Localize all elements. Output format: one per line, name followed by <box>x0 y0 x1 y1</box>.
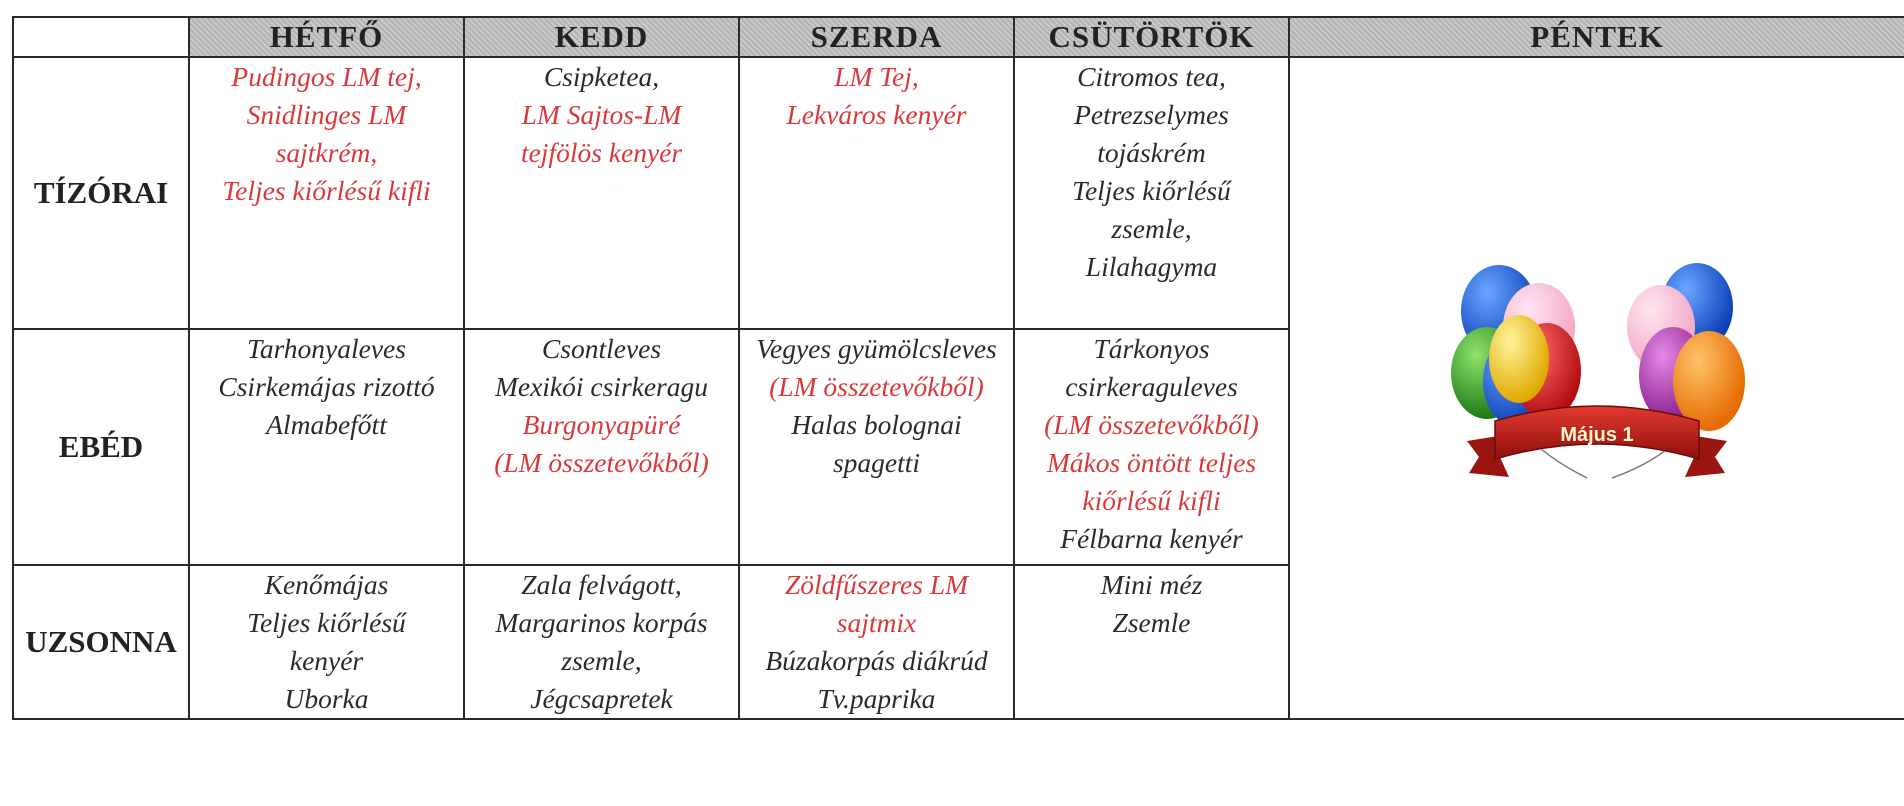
menu-item-line: Zsemle <box>1112 607 1191 638</box>
weekly-menu-table: HÉTFŐ KEDD SZERDA CSÜTÖRTÖK PÉNTEK TÍZÓR… <box>12 16 1904 720</box>
menu-cell-wednesday: Vegyes gyümölcsleves (LM összetevőkből) Ha… <box>738 328 1015 566</box>
menu-item-line: tojáskrém <box>1097 137 1206 168</box>
menu-item-line: Félbarna kenyér <box>1060 523 1243 554</box>
menu-item-line: csirkeraguleves <box>1065 371 1238 402</box>
menu-item-line: Margarinos korpás <box>495 607 708 638</box>
menu-item-line: Kenőmájas <box>264 569 389 600</box>
menu-item-line: Csontleves <box>541 333 662 364</box>
friday-holiday-cell: Május 1 <box>1288 56 1904 720</box>
menu-item-line: Uborka <box>284 683 369 714</box>
menu-cell-tuesday: Csipketea, LM Sajtos-LM tejfölös kenyér <box>463 56 740 330</box>
menu-item-line: tejfölös kenyér <box>520 137 683 168</box>
day-header-friday: PÉNTEK <box>1288 16 1904 58</box>
menu-item-line: LM Tej, <box>834 61 919 92</box>
menu-item-line: Petrezselymes <box>1074 99 1229 130</box>
day-header-monday: HÉTFŐ <box>188 16 465 58</box>
menu-item-line: (LM összetevőkből) <box>769 371 984 402</box>
menu-item-line: Csipketea, <box>543 61 660 92</box>
menu-item-line: Pudingos LM tej, <box>231 61 422 92</box>
menu-item-line: spagetti <box>832 447 921 478</box>
menu-cell-tuesday: Zala felvágott, Margarinos korpás zsemle, J… <box>463 564 740 720</box>
menu-item-line: sajtmix <box>836 607 917 638</box>
menu-item-line: Citromos tea, <box>1077 61 1226 92</box>
menu-item-line: Zala felvágott, <box>521 569 682 600</box>
menu-item-line: Lilahagyma <box>1085 251 1218 282</box>
menu-cell-monday: Pudingos LM tej, Snidlinges LM sajtkrém, Te… <box>188 56 465 330</box>
menu-item-line: Halas bolognai <box>791 409 962 440</box>
menu-item-line: kiőrlésű kifli <box>1082 485 1221 516</box>
menu-item-line: Mexikói csirkeragu <box>494 371 709 402</box>
menu-item-line: Tárkonyos <box>1093 333 1210 364</box>
menu-item-line: Lekváros kenyér <box>786 99 967 130</box>
friday-banner-text: Május 1 <box>1560 424 1633 446</box>
menu-item-line: Mákos öntött teljes <box>1046 447 1257 478</box>
menu-item-line: Almabefőtt <box>266 409 387 440</box>
menu-item-line: zsemle, <box>1111 213 1192 244</box>
menu-cell-thursday: Tárkonyos csirkeraguleves (LM összetevőkbő… <box>1013 328 1290 566</box>
menu-item-line: Tv.paprika <box>817 683 936 714</box>
menu-item-line: Mini méz <box>1100 569 1203 600</box>
menu-item-line: zsemle, <box>561 645 642 676</box>
menu-item-line: Teljes kiőrlésű <box>1072 175 1231 206</box>
menu-item-line: sajtkrém, <box>275 137 378 168</box>
cropped-title-strip <box>0 0 1904 14</box>
menu-item-line: Jégcsapretek <box>530 683 673 714</box>
menu-cell-wednesday: LM Tej, Lekváros kenyér <box>738 56 1015 330</box>
menu-item-line: Búzakorpás diákrúd <box>765 645 988 676</box>
menu-item-line: LM Sajtos-LM <box>521 99 682 130</box>
menu-item-line: Burgonyapüré <box>522 409 681 440</box>
menu-item-line: kenyér <box>289 645 364 676</box>
menu-item-line: (LM összetevőkből) <box>494 447 709 478</box>
corner-cell <box>12 16 190 58</box>
menu-item-line: (LM összetevőkből) <box>1044 409 1259 440</box>
row-tizorai: TÍZÓRAI Pudingos LM tej, Snidlinges LM sajt… <box>12 56 1904 720</box>
balloons-illustration: Május 1 <box>1451 263 1745 479</box>
menu-item-line: Teljes kiőrlésű <box>247 607 406 638</box>
menu-item-line: Vegyes gyümölcsleves <box>756 333 997 364</box>
day-header-thursday: CSÜTÖRTÖK <box>1013 16 1290 58</box>
meal-label: UZSONNA <box>12 564 190 720</box>
meal-label: EBÉD <box>12 328 190 566</box>
menu-item-line: Snidlinges LM <box>246 99 407 130</box>
day-header-tuesday: KEDD <box>463 16 740 58</box>
meal-label: TÍZÓRAI <box>12 56 190 330</box>
day-header-wednesday: SZERDA <box>738 16 1015 58</box>
menu-item-line: Zöldfűszeres LM <box>784 569 969 600</box>
menu-item-line: Teljes kiőrlésű kifli <box>222 175 431 206</box>
menu-item-line: Tarhonyaleves <box>247 333 406 364</box>
menu-item-line: Csirkemájas rizottó <box>218 371 435 402</box>
day-header-row: HÉTFŐ KEDD SZERDA CSÜTÖRTÖK PÉNTEK <box>12 16 1904 58</box>
